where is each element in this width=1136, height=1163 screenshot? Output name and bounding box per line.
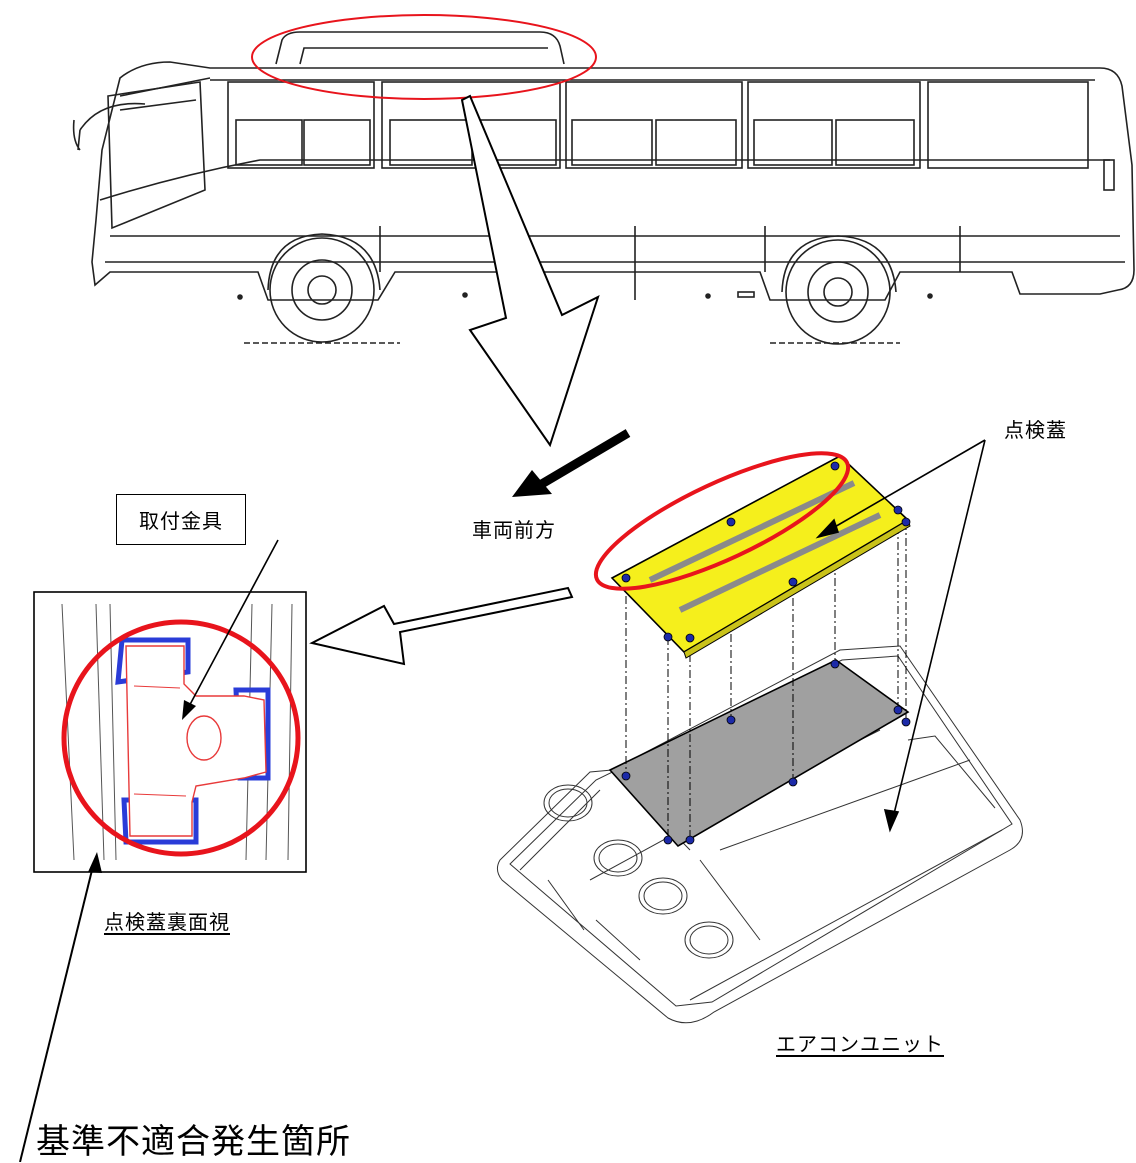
cover-rib-1 [648, 480, 856, 583]
inspection-cover-panel [610, 455, 910, 654]
mounting-bracket [115, 637, 271, 845]
vehicle-front-label: 車両前方 [472, 518, 556, 542]
roof-highlight-ellipse [251, 14, 597, 100]
inspection-cover-label: 点検蓋 [1004, 418, 1067, 442]
bracket-leader [185, 539, 279, 713]
fastener-dots [621, 461, 911, 845]
nonconformity-location-label: 基準不適合発生箇所 [36, 1122, 351, 1162]
bus-side-view [72, 31, 1135, 345]
cover-edge-highlight [593, 451, 851, 591]
bracket-highlight-ring [61, 619, 301, 857]
inspection-cover-leaders [815, 439, 986, 833]
nonconformity-leader [19, 861, 95, 1162]
hollow-arrow-left [309, 586, 574, 666]
inspection-cover-edge [683, 519, 911, 659]
mounting-bracket-label: 取付金具 [116, 494, 246, 545]
inspection-opening [608, 659, 910, 848]
vehicle-front-arrow-shaft [537, 429, 631, 489]
cover-rib-2 [678, 512, 882, 613]
nonconformity-leader-head [88, 852, 102, 873]
hollow-arrow-down [460, 94, 600, 448]
cover-back-view-label: 点検蓋裏面視 [104, 910, 230, 934]
bracket-leader-head [182, 700, 196, 720]
vehicle-front-arrow-head [512, 470, 552, 497]
aircon-unit-label: エアコンユニット [776, 1032, 944, 1056]
